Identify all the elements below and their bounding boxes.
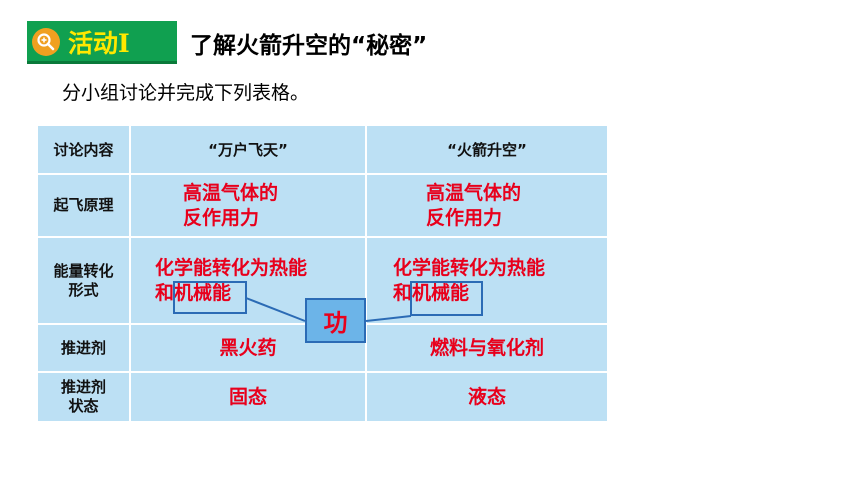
row-label: 推进剂 [36, 323, 131, 373]
header-cell-rocket: “火箭升空” [365, 124, 609, 175]
row-label: 能量转化 形式 [36, 236, 131, 325]
table-row-propellant: 推进剂 黑火药 燃料与氧化剂 [36, 323, 609, 373]
answer-cell: 液态 [365, 371, 609, 423]
answer-cell: 高温气体的 反作用力 [129, 173, 367, 238]
answer-cell: 固态 [129, 371, 367, 423]
answer-cell: 燃料与氧化剂 [365, 323, 609, 373]
answer-cell: 化学能转化为热能 和机械能 [365, 236, 609, 325]
activity-badge: 活动I [27, 21, 177, 63]
magnifier-icon [32, 28, 60, 56]
table-header-row: 讨论内容 “万户飞天” “火箭升空” [36, 124, 609, 175]
highlight-box-left [173, 281, 247, 314]
connector-line-right [365, 315, 412, 322]
table-row-principle: 起飞原理 高温气体的 反作用力 高温气体的 反作用力 [36, 173, 609, 238]
header-cell-topic: 讨论内容 [36, 124, 131, 175]
answer-cell: 高温气体的 反作用力 [365, 173, 609, 238]
row-label: 推进剂 状态 [36, 371, 131, 423]
row-label: 起飞原理 [36, 173, 131, 238]
work-callout-box: 功 [305, 298, 366, 343]
instruction-text: 分小组讨论并完成下列表格。 [62, 82, 310, 104]
title-underline [27, 61, 177, 64]
discussion-table: 讨论内容 “万户飞天” “火箭升空” 起飞原理 高温气体的 反作用力 高温气体的… [36, 124, 609, 423]
header-cell-wanhu: “万户飞天” [129, 124, 367, 175]
page-title: 了解火箭升空的“秘密” [190, 33, 428, 59]
table-row-state: 推进剂 状态 固态 液态 [36, 371, 609, 423]
highlight-box-right [410, 281, 483, 316]
connector-line-left [245, 297, 306, 322]
activity-label: 活动I [68, 29, 130, 58]
